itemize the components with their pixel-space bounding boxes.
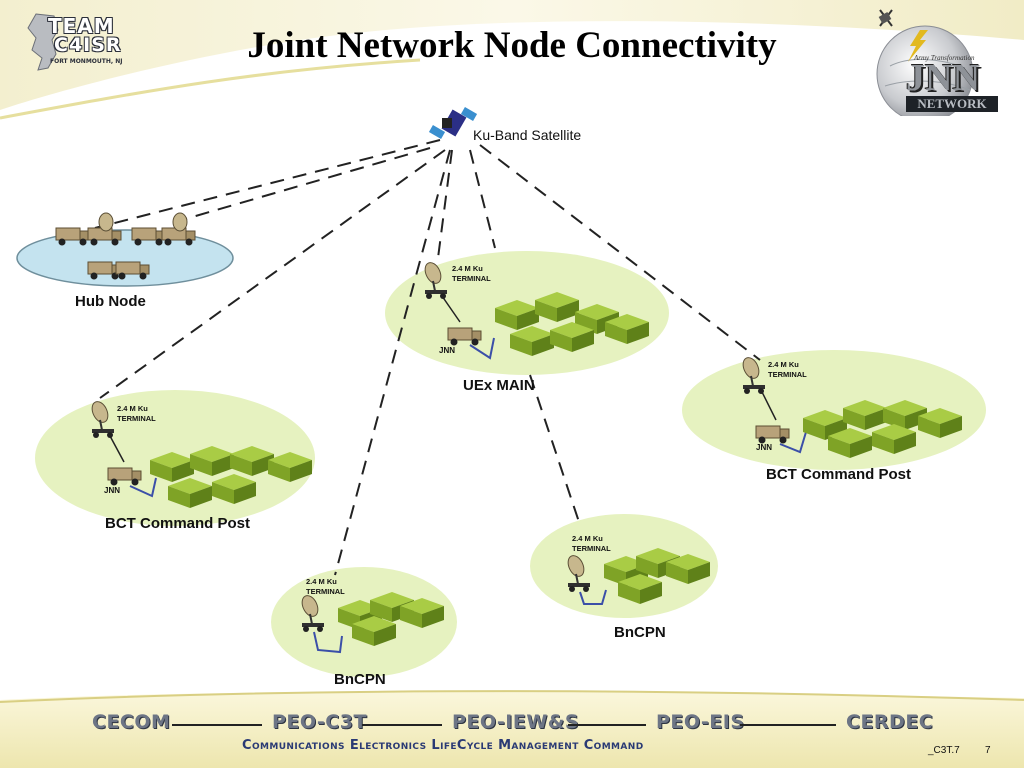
logo-team-text: TEAM <box>48 14 115 38</box>
footer-org-peo-iews: PEO-IEW&S <box>452 711 580 733</box>
globe-icon <box>876 9 974 116</box>
terminal-text: TERMINAL <box>572 544 611 553</box>
footer-divider <box>362 724 442 726</box>
footer-org-cecom: CECOM <box>92 711 171 733</box>
footer-org-peo-c3t: PEO-C3T <box>272 711 367 733</box>
terminal-size-text: 2.4 M Ku <box>306 577 337 586</box>
bncpn-left-equipment <box>298 592 444 654</box>
bct-left-label: BCT Command Post <box>105 515 251 532</box>
footer-org-cerdec: CERDEC <box>846 711 934 733</box>
bct-right-equipment <box>739 354 962 458</box>
terminal-size-text: 2.4 M Ku <box>572 534 603 543</box>
terminal-text: TERMINAL <box>452 274 491 283</box>
footer-divider <box>740 724 836 726</box>
terminal-size-text: 2.4 M Ku <box>768 360 799 369</box>
satellite-links <box>94 139 761 576</box>
terminal-size-text: 2.4 M Ku <box>452 264 483 273</box>
footer-divider <box>172 724 262 726</box>
hub-node-ellipse <box>16 229 234 287</box>
terminal-text: TERMINAL <box>768 370 807 379</box>
uex-main-label: UEx MAIN <box>463 377 535 394</box>
bct-right-label: BCT Command Post <box>766 466 912 483</box>
uex-main-equipment <box>421 259 649 360</box>
terminal-text: TERMINAL <box>117 414 156 423</box>
team-c4isr-logo: TEAM C4ISR FORT MONMOUTH, NJ <box>14 10 132 74</box>
hub-trucks <box>55 212 196 280</box>
terminal-text: TERMINAL <box>306 587 345 596</box>
terminal-size-text: 2.4 M Ku <box>117 404 148 413</box>
logo-caption-text: Army Transformation <box>914 54 975 62</box>
footer-org-peo-eis: PEO-EIS <box>656 711 745 733</box>
jnn-network-logo: Army Transformation JNN NETWORK <box>870 6 1010 116</box>
logo-jnn-text: JNN <box>906 57 980 99</box>
uex-terminal-label: 2.4 M Ku TERMINAL <box>452 264 491 284</box>
page-number: 7 <box>985 745 991 756</box>
page-title: Joint Network Node Connectivity <box>247 25 777 66</box>
logo-c4isr-text: C4ISR <box>54 34 122 56</box>
satellite-icon <box>428 107 478 139</box>
logo-network-text: NETWORK <box>906 96 998 112</box>
footer-subtitle: Communications Electronics LifeCycle Man… <box>242 738 644 753</box>
bct-left-equipment <box>88 398 312 508</box>
bncpn-right-terminal-label: 2.4 M Ku TERMINAL <box>572 534 611 554</box>
bncpn-right-equipment <box>564 548 710 605</box>
bct-right-jnn-label: JNN <box>756 443 773 452</box>
new-jersey-map-icon <box>27 13 59 71</box>
bncpn-left-terminal-label: 2.4 M Ku TERMINAL <box>306 577 345 597</box>
footer-divider <box>568 724 646 726</box>
hub-node-label: Hub Node <box>75 293 146 310</box>
slide-code: _C3T.7 <box>928 745 960 756</box>
uex-jnn-label: JNN <box>439 346 456 355</box>
bct-left-terminal-label: 2.4 M Ku TERMINAL <box>117 404 156 424</box>
bncpn-left-label: BnCPN <box>334 671 386 688</box>
bct-right-terminal-label: 2.4 M Ku TERMINAL <box>768 360 807 380</box>
logo-location-text: FORT MONMOUTH, NJ <box>50 58 123 65</box>
satellite-label: Ku-Band Satellite <box>473 127 582 143</box>
network-diagram <box>16 107 986 677</box>
bncpn-right-label: BnCPN <box>614 624 666 641</box>
bct-left-jnn-label: JNN <box>104 486 121 495</box>
